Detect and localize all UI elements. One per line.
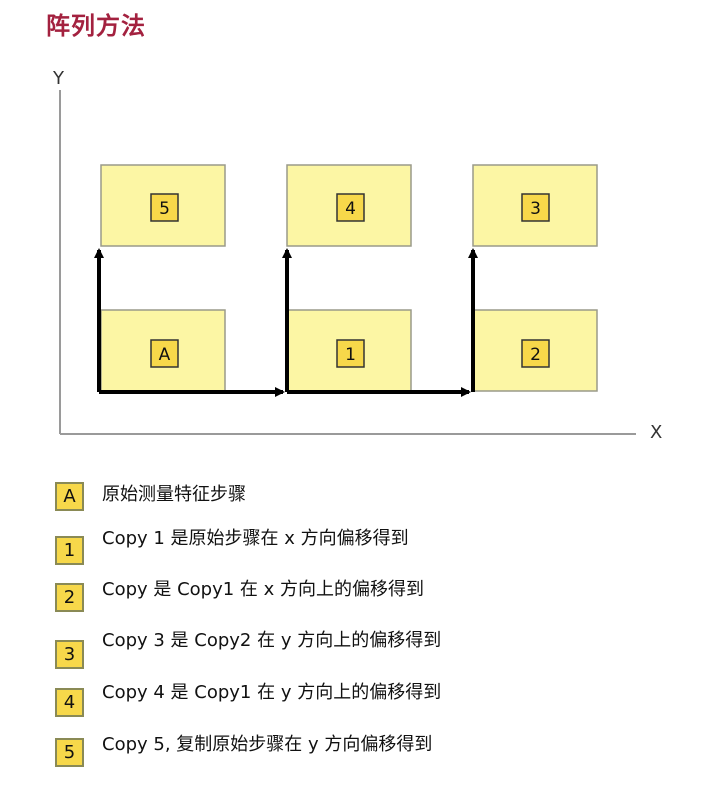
pattern-box-4: 4 bbox=[286, 164, 412, 247]
legend-item-A: A 原始测量特征步骤 bbox=[52, 474, 692, 524]
page-title: 阵列方法 bbox=[46, 12, 146, 40]
legend-badge: 2 bbox=[55, 583, 84, 612]
box-label-1: 1 bbox=[345, 345, 356, 365]
box-label-2: 2 bbox=[530, 345, 541, 365]
legend-badge: 5 bbox=[55, 738, 84, 767]
legend-text: Copy 5, 复制原始步骤在 y 方向偏移得到 bbox=[102, 734, 433, 755]
legend-badge: 1 bbox=[55, 536, 84, 565]
legend-text: 原始测量特征步骤 bbox=[102, 484, 246, 505]
legend-item-1: 1 Copy 1 是原始步骤在 x 方向偏移得到 bbox=[52, 526, 692, 576]
legend-text: Copy 3 是 Copy2 在 y 方向上的偏移得到 bbox=[102, 630, 442, 651]
legend-badge: 4 bbox=[55, 688, 84, 717]
pattern-box-1: 1 bbox=[286, 309, 412, 392]
box-label-A: A bbox=[159, 345, 171, 365]
legend-item-3: 3 Copy 3 是 Copy2 在 y 方向上的偏移得到 bbox=[52, 630, 692, 680]
box-label-4: 4 bbox=[345, 199, 356, 219]
legend-badge: A bbox=[55, 482, 84, 511]
pattern-box-3: 3 bbox=[472, 164, 598, 247]
y-axis-label: Y bbox=[52, 68, 65, 89]
legend-badge: 3 bbox=[55, 640, 84, 669]
box-label-5: 5 bbox=[159, 199, 170, 219]
legend-text: Copy 4 是 Copy1 在 y 方向上的偏移得到 bbox=[102, 682, 442, 703]
legend-text: Copy 是 Copy1 在 x 方向上的偏移得到 bbox=[102, 579, 425, 600]
pattern-box-2: 2 bbox=[472, 309, 598, 392]
pattern-box-A: A bbox=[100, 309, 226, 392]
legend-item-5: 5 Copy 5, 复制原始步骤在 y 方向偏移得到 bbox=[52, 734, 692, 784]
box-label-3: 3 bbox=[530, 199, 541, 219]
legend-item-4: 4 Copy 4 是 Copy1 在 y 方向上的偏移得到 bbox=[52, 682, 692, 732]
legend-item-2: 2 Copy 是 Copy1 在 x 方向上的偏移得到 bbox=[52, 577, 692, 627]
pattern-box-5: 5 bbox=[100, 164, 226, 247]
array-pattern-diagram: Y X 5 4 3 A 1 2 bbox=[52, 68, 662, 443]
x-axis-label: X bbox=[650, 422, 662, 443]
legend-text: Copy 1 是原始步骤在 x 方向偏移得到 bbox=[102, 528, 409, 549]
